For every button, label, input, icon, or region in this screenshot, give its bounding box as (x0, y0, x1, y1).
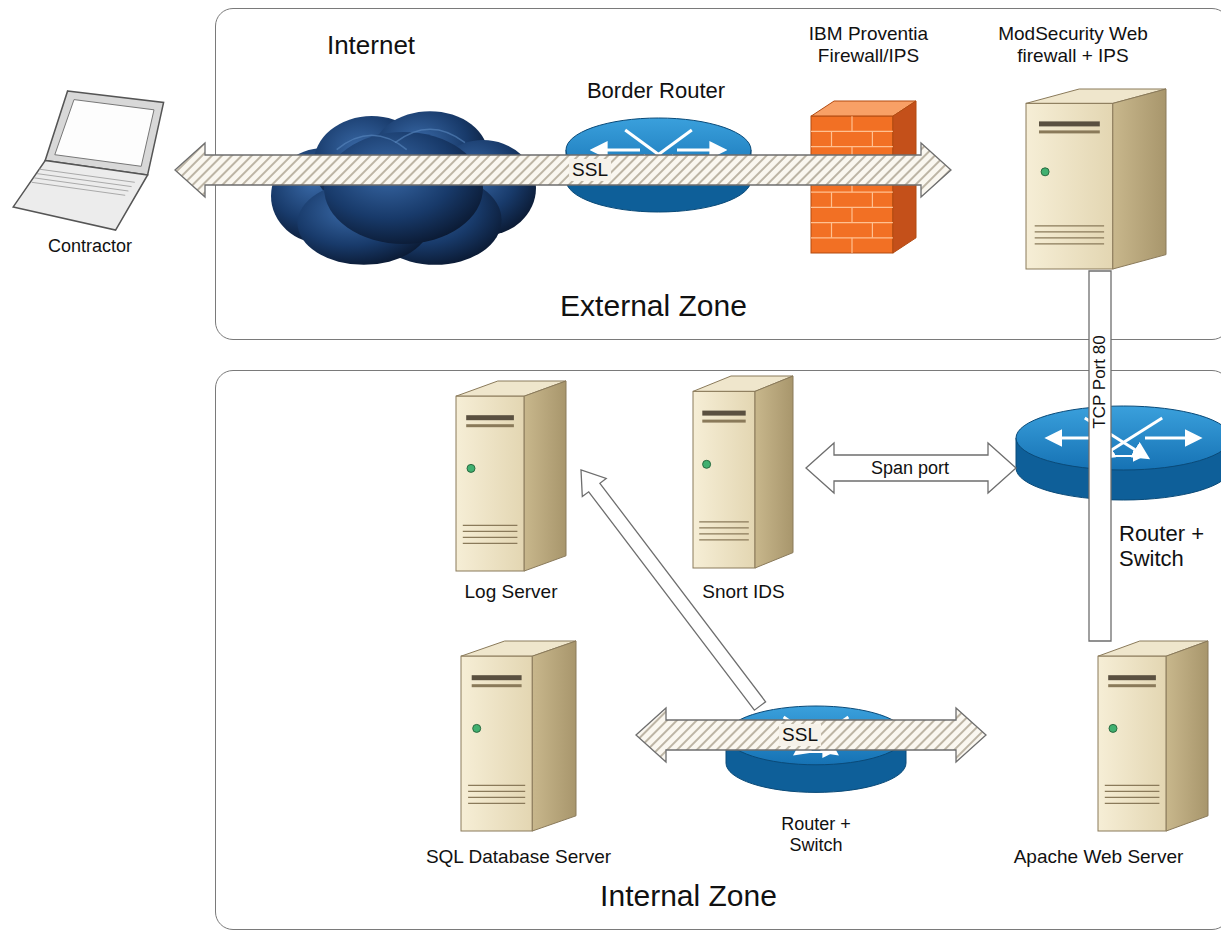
link-label: Span port (868, 458, 952, 479)
device-label: Snort IDS (681, 581, 806, 603)
text-holder: SQL Database Server (401, 846, 636, 868)
laptop-node: Contractor (5, 88, 175, 268)
cloud-icon (271, 108, 536, 268)
server-node: Apache Web Server (986, 641, 1211, 881)
link-label: SSL (569, 159, 611, 181)
text-holder: Router + Switch (761, 814, 871, 855)
firewall-node: IBM Proventia Firewall/IPS (786, 21, 951, 256)
text-holder: Contractor (5, 236, 175, 257)
server-icon (1098, 641, 1208, 831)
server-icon (693, 376, 793, 568)
link-arrow (1089, 271, 1111, 641)
text-holder: IBM Proventia Firewall/IPS (786, 23, 951, 67)
server-node: ModSecurity Web firewall + IPS (951, 21, 1196, 271)
device-label: Internet (296, 31, 446, 61)
text-holder: Log Server (441, 581, 581, 603)
text-holder: Router + Switch (1119, 521, 1219, 572)
link-label: TCP Port 80 (1090, 332, 1110, 431)
text-holder: Snort IDS (681, 581, 806, 603)
link-arrow (806, 443, 1016, 493)
link-label: SSL (779, 724, 821, 746)
device-label: ModSecurity Web firewall + IPS (988, 23, 1158, 67)
server-icon (456, 381, 566, 571)
server-icon (1026, 89, 1166, 269)
device-label: IBM Proventia Firewall/IPS (786, 23, 951, 67)
zone-label: Internal Zone (561, 879, 816, 914)
router-node: Router + Switch (1016, 406, 1221, 591)
server-icon (461, 641, 576, 831)
device-label: Router + Switch (761, 814, 871, 855)
text-holder: ModSecurity Web firewall + IPS (988, 23, 1158, 67)
server-node: Log Server (441, 376, 581, 616)
cloud-node: Internet (246, 23, 536, 273)
text-holder: Internet (296, 31, 446, 61)
device-label: Apache Web Server (986, 846, 1211, 868)
device-label: SQL Database Server (401, 846, 636, 868)
text-holder: Apache Web Server (986, 846, 1211, 868)
server-node: SQL Database Server (401, 641, 636, 881)
router-icon (1016, 406, 1221, 506)
device-label: Log Server (441, 581, 581, 603)
text-holder: External Zone (526, 289, 781, 324)
device-label: Border Router (556, 78, 756, 103)
device-label: Contractor (5, 236, 175, 257)
zone-label: External Zone (526, 289, 781, 324)
laptop-icon (10, 88, 170, 233)
text-holder: Border Router (556, 78, 756, 103)
device-label: Router + Switch (1119, 521, 1219, 572)
router-node: Border Router (556, 76, 756, 221)
server-node: Snort IDS (681, 376, 806, 616)
text-holder: Internal Zone (561, 879, 816, 914)
